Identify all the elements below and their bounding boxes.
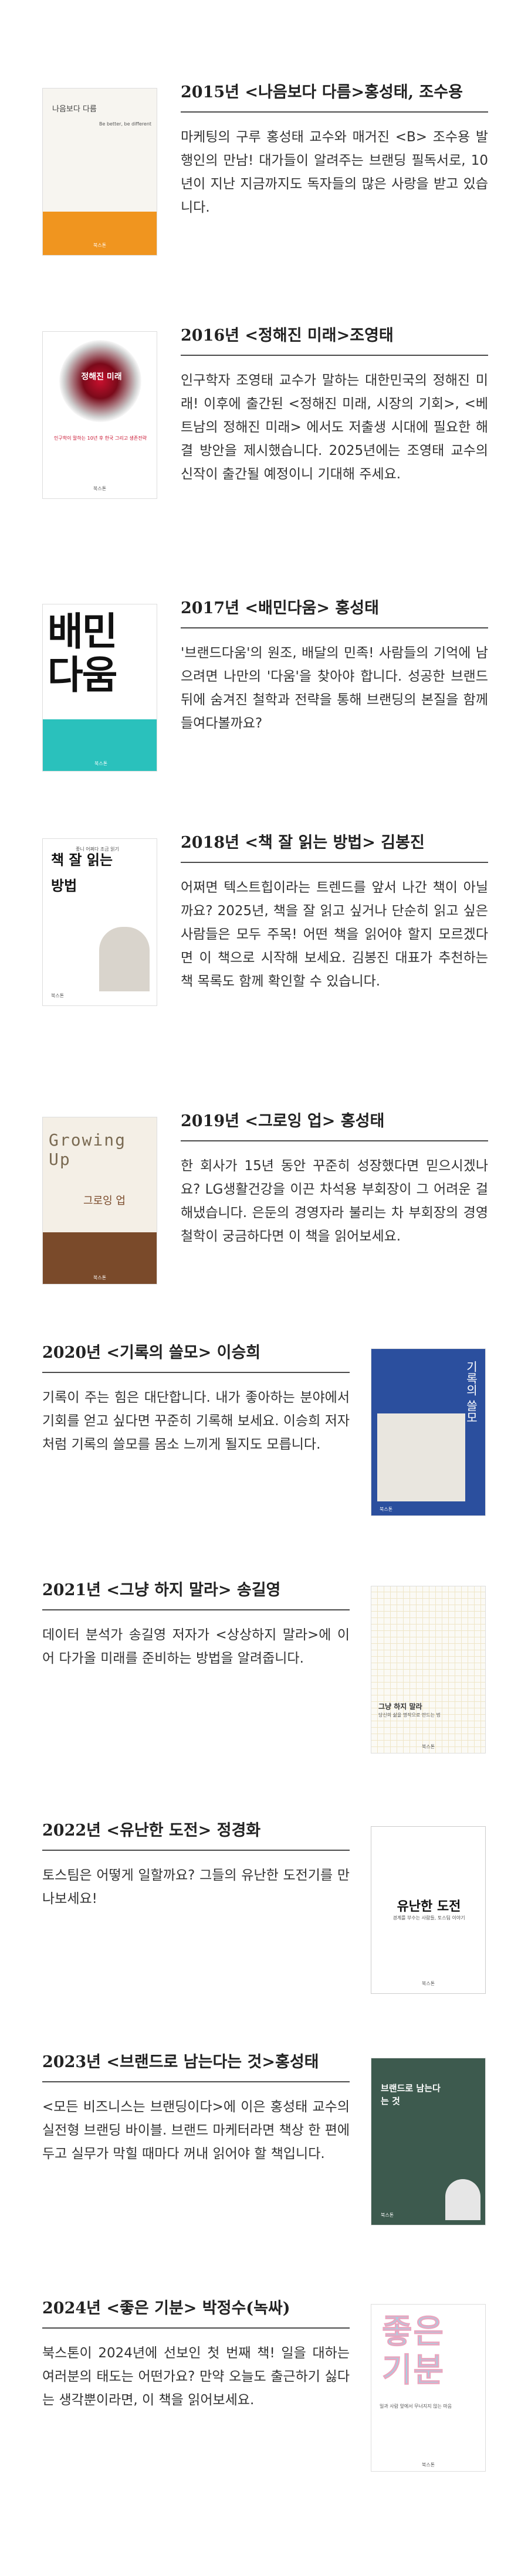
entry-description: <모든 비즈니스는 브랜딩이다>에 이은 홍성태 교수의 실전형 브랜딩 바이블… bbox=[42, 2099, 350, 2162]
cover-subtitle: 좋니 어쩌다 조금 읽기 bbox=[76, 847, 119, 852]
cover-title: 좋은 기분 bbox=[382, 2313, 445, 2390]
divider bbox=[181, 111, 488, 113]
cover-publisher: 북스톤 bbox=[93, 1275, 107, 1280]
cover-subtitle: 경계를 부수는 사람들, 토스팀 이야기 bbox=[392, 1915, 465, 1921]
cover-dot-pattern bbox=[59, 340, 141, 422]
cover-title: 나음보다 다름 bbox=[52, 105, 97, 114]
cover-publisher: 북스톤 bbox=[422, 1981, 435, 1986]
entry-description: 기록이 주는 힘은 대단합니다. 내가 좋아하는 분야에서 기회를 얻고 싶다면… bbox=[42, 1390, 350, 1452]
book-cover[interactable]: 기록의 쓸모 북스톤 bbox=[371, 1348, 486, 1516]
entry-heading: 2021년 <그냥 하지 말라> 송길영 bbox=[42, 1581, 281, 1599]
book-entry: 2021년 <그냥 하지 말라> 송길영 데이터 분석가 송길영 저자가 <상상… bbox=[0, 1574, 528, 1773]
book-cover[interactable]: 정해진 미래 인구학이 말하는 10년 후 한국 그리고 생존전략 북스톤 bbox=[42, 331, 157, 499]
entry-description: 어쩌면 텍스트힙이라는 트렌드를 앞서 나간 책이 아닐까요? 2025년, 책… bbox=[181, 880, 488, 989]
entry-description: 한 회사가 15년 동안 꾸준히 성장했다면 믿으시겠나요? LG생활건강을 이… bbox=[181, 1158, 488, 1244]
cover-title: Growing Up bbox=[49, 1130, 127, 1169]
book-cover[interactable]: 책 잘 읽는 방법 좋니 어쩌다 조금 읽기 북스톤 bbox=[42, 838, 157, 1006]
book-entry: 배민다움 북스톤 2017년 <배민다움> 홍성태 '브랜드다움'의 원조, 배… bbox=[0, 592, 528, 786]
cover-accent-band bbox=[43, 212, 157, 255]
cover-publisher: 북스톤 bbox=[381, 2213, 394, 2218]
divider bbox=[42, 2327, 350, 2329]
entry-heading: 2022년 <유난한 도전> 정경화 bbox=[42, 1821, 261, 1840]
divider bbox=[42, 1609, 350, 1610]
cover-illustration bbox=[43, 719, 157, 771]
divider bbox=[42, 1372, 350, 1373]
entry-description: 북스톤이 2024년에 선보인 첫 번째 책! 일을 대하는 여러분의 태도는 … bbox=[42, 2346, 350, 2408]
book-entry: 나음보다 다름 Be better, be different 북스톤 2015… bbox=[0, 76, 528, 276]
entry-heading: 2023년 <브랜드로 남는다는 것>홍성태 bbox=[42, 2053, 319, 2071]
divider bbox=[181, 627, 488, 628]
cover-subtitle: 당신의 삶을 명작으로 만드는 법 bbox=[378, 1712, 441, 1718]
entry-description: 토스팀은 어떻게 일할까요? 그들의 유난한 도전기를 만나보세요! bbox=[42, 1868, 350, 1906]
book-cover[interactable]: 배민다움 북스톤 bbox=[42, 604, 157, 772]
entry-text: 2017년 <배민다움> 홍성태 '브랜드다움'의 원조, 배달의 민족! 사람… bbox=[181, 598, 488, 735]
book-cover[interactable]: 그냥 하지 말라 당신의 삶을 명작으로 만드는 법 북스톤 bbox=[371, 1586, 486, 1753]
cover-title: 브랜드로 남는다는 것 bbox=[381, 2083, 441, 2106]
entry-text: 2024년 <좋은 기분> 박정수(녹싸) 북스톤이 2024년에 선보인 첫 … bbox=[42, 2298, 350, 2412]
entry-heading: 2024년 <좋은 기분> 박정수(녹싸) bbox=[42, 2299, 290, 2317]
divider bbox=[181, 1140, 488, 1141]
book-entry: 2022년 <유난한 도전> 정경화 토스팀은 어떻게 일할까요? 그들의 유난… bbox=[0, 1814, 528, 2008]
cover-title: 기록의 쓸모 bbox=[464, 1361, 478, 1423]
entry-description: '브랜드다움'의 원조, 배달의 민족! 사람들의 기억에 남으려면 나만의 '… bbox=[181, 645, 488, 731]
entry-text: 2020년 <기록의 쓸모> 이승희 기록이 주는 힘은 대단합니다. 내가 좋… bbox=[42, 1343, 350, 1456]
cover-pen bbox=[377, 1413, 465, 1501]
cover-publisher: 북스톤 bbox=[94, 761, 108, 766]
cover-accent-band bbox=[43, 1232, 157, 1284]
book-entry: 2023년 <브랜드로 남는다는 것>홍성태 <모든 비즈니스는 브랜딩이다>에… bbox=[0, 2046, 528, 2251]
entry-heading: 2016년 <정해진 미래>조영태 bbox=[181, 327, 394, 345]
cover-title: 정해진 미래 bbox=[81, 372, 122, 382]
book-cover[interactable]: 브랜드로 남는다는 것 북스톤 bbox=[371, 2058, 486, 2225]
cover-publisher: 북스톤 bbox=[380, 1507, 393, 1512]
cover-title: 그냥 하지 말라 bbox=[378, 1702, 422, 1711]
cover-title: 유난한 도전 bbox=[397, 1899, 461, 1914]
book-entry: Growing Up 그로잉 업 북스톤 2019년 <그로잉 업> 홍성태 한… bbox=[0, 1105, 528, 1304]
divider bbox=[42, 2081, 350, 2082]
cover-title: 책 잘 읽는 방법 bbox=[51, 852, 113, 894]
entry-text: 2018년 <책 잘 읽는 방법> 김봉진 어쩌면 텍스트힙이라는 트렌드를 앞… bbox=[181, 832, 488, 993]
book-cover[interactable]: 유난한 도전 경계를 부수는 사람들, 토스팀 이야기 북스톤 bbox=[371, 1826, 486, 1994]
book-entry: 책 잘 읽는 방법 좋니 어쩌다 조금 읽기 북스톤 2018년 <책 잘 읽는… bbox=[0, 827, 528, 1073]
book-entry: 정해진 미래 인구학이 말하는 10년 후 한국 그리고 생존전략 북스톤 20… bbox=[0, 320, 528, 531]
divider bbox=[181, 355, 488, 356]
entry-heading: 2017년 <배민다움> 홍성태 bbox=[181, 599, 379, 617]
cover-subtitle: 인구학이 말하는 10년 후 한국 그리고 생존전략 bbox=[54, 436, 147, 441]
entry-heading: 2020년 <기록의 쓸모> 이승희 bbox=[42, 1344, 261, 1362]
cover-publisher: 북스톤 bbox=[422, 1744, 435, 1749]
divider bbox=[181, 862, 488, 863]
book-cover[interactable]: 나음보다 다름 Be better, be different 북스톤 bbox=[42, 88, 157, 256]
book-cover[interactable]: Growing Up 그로잉 업 북스톤 bbox=[42, 1117, 157, 1284]
book-entry: 2024년 <좋은 기분> 박정수(녹싸) 북스톤이 2024년에 선보인 첫 … bbox=[0, 2292, 528, 2503]
entry-heading: 2019년 <그로잉 업> 홍성태 bbox=[181, 1112, 385, 1130]
entry-text: 2021년 <그냥 하지 말라> 송길영 데이터 분석가 송길영 저자가 <상상… bbox=[42, 1580, 350, 1670]
entry-description: 인구학자 조영태 교수가 말하는 대한민국의 정해진 미래! 이후에 출간된 <… bbox=[181, 373, 488, 482]
cover-publisher: 북스톤 bbox=[93, 486, 107, 491]
entry-heading: 2015년 <나음보다 다름>홍성태, 조수용 bbox=[181, 83, 463, 101]
cover-portrait bbox=[445, 2179, 480, 2220]
divider bbox=[42, 1850, 350, 1851]
cover-title: 배민다움 bbox=[48, 609, 117, 698]
entry-text: 2022년 <유난한 도전> 정경화 토스팀은 어떻게 일할까요? 그들의 유난… bbox=[42, 1820, 350, 1911]
entry-description: 데이터 분석가 송길영 저자가 <상상하지 말라>에 이어 다가올 미래를 준비… bbox=[42, 1627, 350, 1666]
cover-photo bbox=[99, 927, 150, 991]
entry-text: 2016년 <정해진 미래>조영태 인구학자 조영태 교수가 말하는 대한민국의… bbox=[181, 325, 488, 486]
book-entry: 2020년 <기록의 쓸모> 이승희 기록이 주는 힘은 대단합니다. 내가 좋… bbox=[0, 1337, 528, 1536]
cover-publisher: 북스톤 bbox=[93, 243, 107, 248]
cover-subtitle: 그로잉 업 bbox=[83, 1195, 126, 1207]
entry-text: 2023년 <브랜드로 남는다는 것>홍성태 <모든 비즈니스는 브랜딩이다>에… bbox=[42, 2052, 350, 2166]
entry-text: 2019년 <그로잉 업> 홍성태 한 회사가 15년 동안 꾸준히 성장했다면… bbox=[181, 1111, 488, 1248]
entry-description: 마케팅의 구루 홍성태 교수와 매거진 <B> 조수용 발행인의 만남! 대가들… bbox=[181, 130, 488, 215]
cover-subtitle: 일과 사람 앞에서 무너지지 않는 마음 bbox=[380, 2404, 452, 2409]
cover-subtitle: Be better, be different bbox=[99, 121, 152, 127]
entry-text: 2015년 <나음보다 다름>홍성태, 조수용 마케팅의 구루 홍성태 교수와 … bbox=[181, 82, 488, 219]
book-cover[interactable]: 좋은 기분 일과 사람 앞에서 무너지지 않는 마음 북스톤 bbox=[371, 2304, 486, 2472]
cover-publisher: 북스톤 bbox=[51, 993, 65, 998]
entry-heading: 2018년 <책 잘 읽는 방법> 김봉진 bbox=[181, 834, 425, 852]
cover-publisher: 북스톤 bbox=[422, 2462, 435, 2468]
